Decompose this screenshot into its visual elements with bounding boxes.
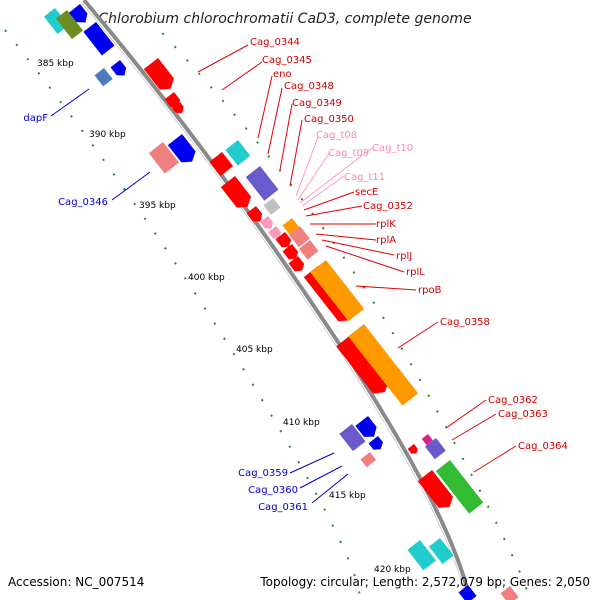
- gene-label-secE[interactable]: secE: [355, 187, 378, 198]
- gene-label-rplL[interactable]: rplL: [406, 267, 425, 278]
- kbp-labels: 385 kbp 390 kbp 395 kbp 400 kbp 405 kbp …: [37, 59, 411, 575]
- kbp-label: 385 kbp: [37, 59, 74, 69]
- gene-label-cag-0348[interactable]: Cag_0348: [284, 81, 334, 92]
- gene-pink-0361[interactable]: [360, 452, 377, 468]
- leader-lines: [50, 44, 517, 504]
- genome-backbone: [82, 0, 472, 600]
- gene-label-cag-0344[interactable]: Cag_0344: [250, 37, 300, 48]
- gene-label-cag-t09[interactable]: Cag_t09: [328, 148, 369, 159]
- gene-cyan-eno[interactable]: [225, 140, 251, 166]
- gene-label-cag-0363[interactable]: Cag_0363: [498, 409, 548, 420]
- gene-magenta-0363[interactable]: [421, 434, 433, 446]
- gene-blue-420[interactable]: [458, 585, 477, 600]
- gene-blue-0359b[interactable]: [355, 416, 380, 442]
- gene-grey-0350[interactable]: [263, 198, 281, 215]
- kbp-label: 400 kbp: [188, 273, 225, 283]
- genome-backbone-inner: [80, 1, 468, 600]
- gene-label-cag-0362[interactable]: Cag_0362: [488, 395, 538, 406]
- gene-label-rplK[interactable]: rplK: [376, 219, 396, 230]
- gene-dapF[interactable]: [94, 68, 113, 87]
- gene-red-small-b[interactable]: [172, 102, 186, 116]
- gene-cyan-420b[interactable]: [428, 538, 454, 564]
- gene-red-rplK[interactable]: [288, 256, 307, 274]
- gene-label-cag-0359[interactable]: Cag_0359: [238, 468, 288, 479]
- kbp-label: 405 kbp: [236, 345, 273, 355]
- gene-blue-0346b[interactable]: [167, 134, 199, 167]
- gene-label-cag-0360[interactable]: Cag_0360: [248, 485, 298, 496]
- gene-red-0348[interactable]: [220, 176, 255, 212]
- gene-pink-rplJ[interactable]: [288, 226, 310, 248]
- gene-blue-2[interactable]: [68, 4, 91, 27]
- gene-blue-0360[interactable]: [368, 436, 386, 453]
- gene-blue-3[interactable]: [110, 60, 130, 79]
- accession-label: Accession: NC_007514: [8, 575, 144, 589]
- gene-pink-t[interactable]: [260, 216, 275, 232]
- gene-label-cag-0346[interactable]: Cag_0346: [58, 197, 108, 208]
- kbp-label: 420 kbp: [374, 565, 411, 575]
- gene-purple-0363[interactable]: [424, 438, 446, 460]
- gene-label-cag-0349[interactable]: Cag_0349: [292, 98, 342, 109]
- gene-red-0344[interactable]: [143, 58, 178, 94]
- genome-summary: Topology: circular; Length: 2,572,079 bp…: [259, 575, 590, 589]
- gene-purple-0349[interactable]: [245, 166, 279, 201]
- gene-label-cag-0361[interactable]: Cag_0361: [258, 502, 308, 513]
- gene-label-eno[interactable]: eno: [273, 69, 292, 80]
- tick-track-inner: [4, 29, 361, 600]
- kbp-label: 410 kbp: [283, 418, 320, 428]
- map-title: Chlorobium chlorochromatii CaD3, complet…: [98, 11, 471, 27]
- gene-label-rpoB[interactable]: rpoB: [418, 285, 442, 296]
- gene-label-rplA[interactable]: rplA: [376, 235, 396, 246]
- gene-red-0364[interactable]: [417, 470, 457, 513]
- gene-label-cag-0358[interactable]: Cag_0358: [440, 317, 490, 328]
- gene-red-small-a[interactable]: [164, 92, 183, 110]
- gene-purple-0359[interactable]: [339, 424, 366, 452]
- gene-red-0352[interactable]: [282, 244, 301, 262]
- gene-label-cag-t11[interactable]: Cag_t11: [344, 172, 385, 183]
- gene-red-0358[interactable]: [336, 334, 392, 398]
- gene-label-dapF[interactable]: dapF: [23, 113, 48, 124]
- gene-label-cag-0345[interactable]: Cag_0345: [262, 55, 312, 66]
- gene-label-cag-t10[interactable]: Cag_t10: [372, 143, 413, 154]
- gene-label-cag-0352[interactable]: Cag_0352: [363, 201, 413, 212]
- gene-label-cag-0350[interactable]: Cag_0350: [304, 114, 354, 125]
- gene-pink-rplL[interactable]: [298, 240, 319, 260]
- gene-blue-1[interactable]: [83, 22, 115, 56]
- gene-orange-0358[interactable]: [348, 324, 419, 406]
- kbp-label: 390 kbp: [89, 130, 126, 140]
- gene-orange-rpoB[interactable]: [310, 260, 365, 322]
- gene-cyan-top[interactable]: [43, 8, 69, 34]
- gene-green-0364[interactable]: [435, 460, 484, 514]
- gene-label-cag-t08[interactable]: Cag_t08: [316, 130, 357, 141]
- gene-olive[interactable]: [55, 10, 84, 40]
- kbp-label: 415 kbp: [329, 491, 366, 501]
- gene-labels: dapF Cag_0346 Cag_0344 Cag_0345 eno Cag_…: [23, 37, 568, 513]
- gene-red-secE[interactable]: [275, 232, 294, 250]
- gene-red-t08[interactable]: [246, 206, 266, 225]
- inner-strand-genes: [43, 4, 477, 600]
- gene-pink-t2[interactable]: [268, 226, 283, 242]
- gene-label-rplJ[interactable]: rplJ: [396, 251, 412, 262]
- gene-cyan-420[interactable]: [407, 540, 437, 571]
- outer-strand-genes: [282, 218, 519, 600]
- gene-red-eno[interactable]: [209, 152, 234, 177]
- gene-label-cag-0364[interactable]: Cag_0364: [518, 441, 568, 452]
- gene-pink-0346[interactable]: [148, 142, 180, 174]
- kbp-label: 395 kbp: [139, 201, 176, 211]
- gene-red-0362[interactable]: [407, 444, 420, 456]
